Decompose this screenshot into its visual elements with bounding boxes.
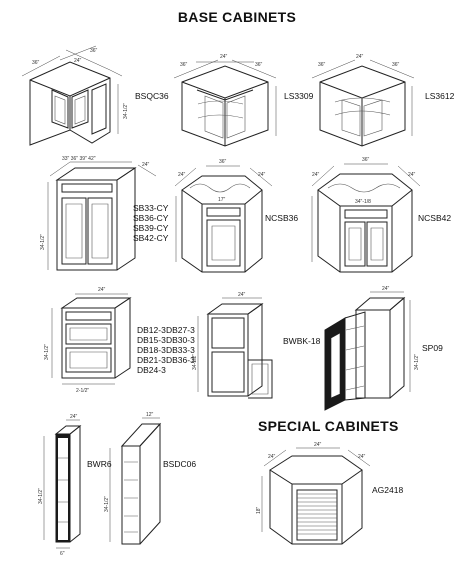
bsdc06-dim-depth: 12" (146, 412, 154, 418)
sb-dim-widths: 33" 36" 39" 42" (62, 156, 96, 162)
ag2418-dim-height: 18" (256, 506, 262, 514)
label-sb36: SB36-CY (133, 213, 169, 223)
label-bsdc06: BSDC06 (163, 459, 197, 469)
label-ag2418: AG2418 (372, 485, 404, 495)
label-bsqc36: BSQC36 (135, 91, 169, 101)
label-ls3612: LS3612 (425, 91, 455, 101)
bwbk18-dim-depth: 24" (238, 292, 246, 298)
sp09-dim-depth: 24" (382, 286, 390, 292)
ncsb42-dim-front: 36" (362, 157, 370, 163)
label-sb42: SB42-CY (133, 233, 169, 243)
sp09-drawing: 24" 34-1/2" (324, 286, 420, 411)
label-sb33: SB33-CY (133, 203, 169, 213)
bsqc36-dim-width: 36" (32, 60, 40, 66)
ls3309-dim-w1: 36" (180, 62, 188, 68)
label-db18: DB18-3 (137, 345, 166, 355)
label-bwr6: BWR6 (87, 459, 112, 469)
db-dim-toe: 2-1/2" (76, 388, 89, 394)
sb-dim-height: 34-1/2" (40, 234, 46, 250)
label-ncsb36: NCSB36 (265, 213, 299, 223)
ls3612-dim-depth: 24" (356, 54, 364, 60)
ncsb42-dim-left: 24" (312, 172, 320, 178)
ncsb42-dim-inner: 34"-1/8 (355, 199, 371, 205)
label-db12: DB12-3 (137, 325, 166, 335)
label-db33: DB33-3 (166, 345, 195, 355)
label-db24: DB24-3 (137, 365, 166, 375)
bwr6-dim-width: 6" (60, 551, 65, 557)
ls3612-dim-w2: 36" (392, 62, 400, 68)
base-cabinets-title: BASE CABINETS (177, 9, 297, 25)
ncsb42-dim-right: 24" (408, 172, 416, 178)
ncsb36-drawing: 24" 36" 24" 17" (174, 159, 273, 273)
bwr6-dim-depth: 24" (70, 414, 78, 420)
bwbk18-drawing: 24" 34-1/2" (192, 292, 273, 399)
label-db36: DB36-3 (166, 355, 195, 365)
label-db27: DB27-3 (166, 325, 195, 335)
label-db30: DB30-3 (166, 335, 195, 345)
bsdc06-dim-height: 34-1/2" (104, 496, 110, 512)
ls3309-dim-w2: 36" (255, 62, 263, 68)
ag2418-dim-right: 24" (358, 454, 366, 460)
db-dim-height: 34-1/2" (44, 344, 50, 360)
db-drawing: 24" 34-1/2" 2-1/2" (44, 287, 132, 394)
sb-dim-depth: 24" (142, 162, 150, 168)
sp09-dim-height: 34-1/2" (414, 354, 420, 370)
ncsb36-dim-front: 36" (219, 159, 227, 165)
label-sb39: SB39-CY (133, 223, 169, 233)
ncsb36-dim-door: 17" (218, 197, 226, 203)
ls3309-dim-depth: 24" (220, 54, 228, 60)
label-ls3309: LS3309 (284, 91, 314, 101)
ls3612-dim-w1: 36" (318, 62, 326, 68)
ncsb36-dim-left: 24" (178, 172, 186, 178)
bsqc36-dim-height: 34-1/2" (123, 103, 129, 119)
db-dim-depth: 24" (98, 287, 106, 293)
ag2418-dim-left: 24" (268, 454, 276, 460)
label-sp09: SP09 (422, 343, 443, 353)
bwr6-drawing: 6" 24" 34-1/2" (38, 414, 82, 557)
ag2418-dim-front: 24" (314, 442, 322, 448)
bsqc36-dim-depth: 36" (90, 48, 98, 54)
sb-drawing: 33" 36" 39" 42" 24" 34-1/2" (40, 156, 157, 271)
bwbk18-dim-height: 34-1/2" (192, 354, 198, 370)
label-ncsb42: NCSB42 (418, 213, 452, 223)
ls3309-drawing: 36" 36" 24" (173, 54, 277, 147)
label-db15: DB15-3 (137, 335, 166, 345)
bsqc36-dim-inner: 24" (74, 58, 82, 64)
ag2418-drawing: 24" 24" 24" 18" (256, 442, 371, 545)
label-bwbk18: BWBK-18 (283, 336, 321, 346)
ncsb42-drawing: 24" 36" 24" 34"-1/8 (311, 157, 421, 273)
ncsb36-dim-right: 24" (258, 172, 266, 178)
ls3612-drawing: 36" 36" 24" (311, 54, 415, 147)
bsqc36-drawing: 36" 36" 24" 34-1/2" (21, 45, 129, 146)
bwr6-dim-height: 34-1/2" (38, 488, 44, 504)
bsdc06-drawing: 12" 34-1/2" (104, 412, 162, 545)
special-cabinets-title: SPECIAL CABINETS (258, 418, 399, 434)
label-db21: DB21-3 (137, 355, 166, 365)
